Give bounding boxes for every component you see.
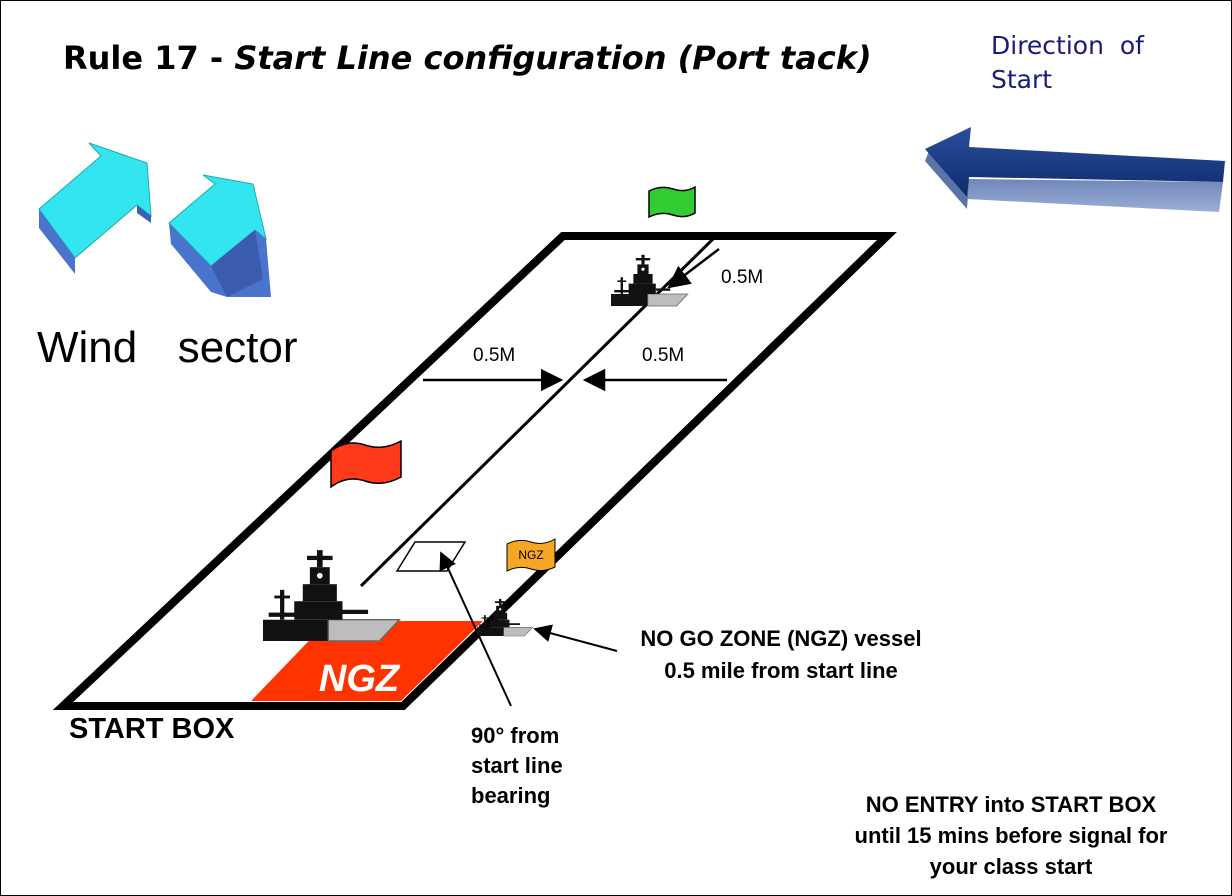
no-entry-note: NO ENTRY into START BOX until 15 mins be… xyxy=(791,789,1231,882)
bearing-pointer xyxy=(439,551,512,707)
no-entry-line-2: until 15 mins before signal for xyxy=(854,823,1168,848)
start-box-label: START BOX xyxy=(69,713,235,745)
flag-icon xyxy=(330,439,402,489)
direction-arrow-icon xyxy=(925,127,1225,212)
ngz-vessel-note: NO GO ZONE (NGZ) vessel 0.5 mile from st… xyxy=(601,623,961,687)
ngz-vessel-line-2: 0.5 mile from start line xyxy=(664,658,898,683)
no-entry-line-1: NO ENTRY into START BOX xyxy=(865,792,1157,817)
wind-arrow-icon xyxy=(168,174,271,297)
title-main: Rule 17 - xyxy=(63,39,224,77)
distance-arrow-committee xyxy=(667,248,720,289)
ngz-zone-label: NGZ xyxy=(319,658,401,700)
flag-icon: NGZ xyxy=(506,538,556,572)
flag-icon xyxy=(648,185,696,219)
bearing-line-1: 90° from xyxy=(471,723,560,748)
bearing-line-2: start line xyxy=(471,753,563,778)
ngz-vessel-line-1: NO GO ZONE (NGZ) vessel xyxy=(640,626,922,651)
bearing-note: 90° from start line bearing xyxy=(471,721,601,811)
distance-label-right: 0.5M xyxy=(642,345,684,366)
no-entry-line-3: your class start xyxy=(929,854,1093,879)
page-title: Rule 17 - Start Line configuration (Port… xyxy=(63,39,872,77)
title-subtitle: Start Line configuration (Port tack) xyxy=(234,39,872,77)
ngz-flag-label: NGZ xyxy=(518,548,543,562)
wind-sector-label: Wind sector xyxy=(37,323,298,372)
bearing-marker xyxy=(395,541,467,572)
ship-icon xyxy=(262,549,401,642)
ngz-vessel-pointer xyxy=(533,624,618,652)
distance-label-left: 0.5M xyxy=(473,345,515,366)
wind-arrow-icon xyxy=(38,142,152,274)
bearing-line-3: bearing xyxy=(471,783,551,808)
direction-line-1: Direction of xyxy=(991,31,1144,60)
distance-label-committee: 0.5M xyxy=(721,267,763,288)
direction-line-2: Start xyxy=(991,65,1053,94)
direction-of-start-label: Direction of Start xyxy=(991,29,1191,97)
